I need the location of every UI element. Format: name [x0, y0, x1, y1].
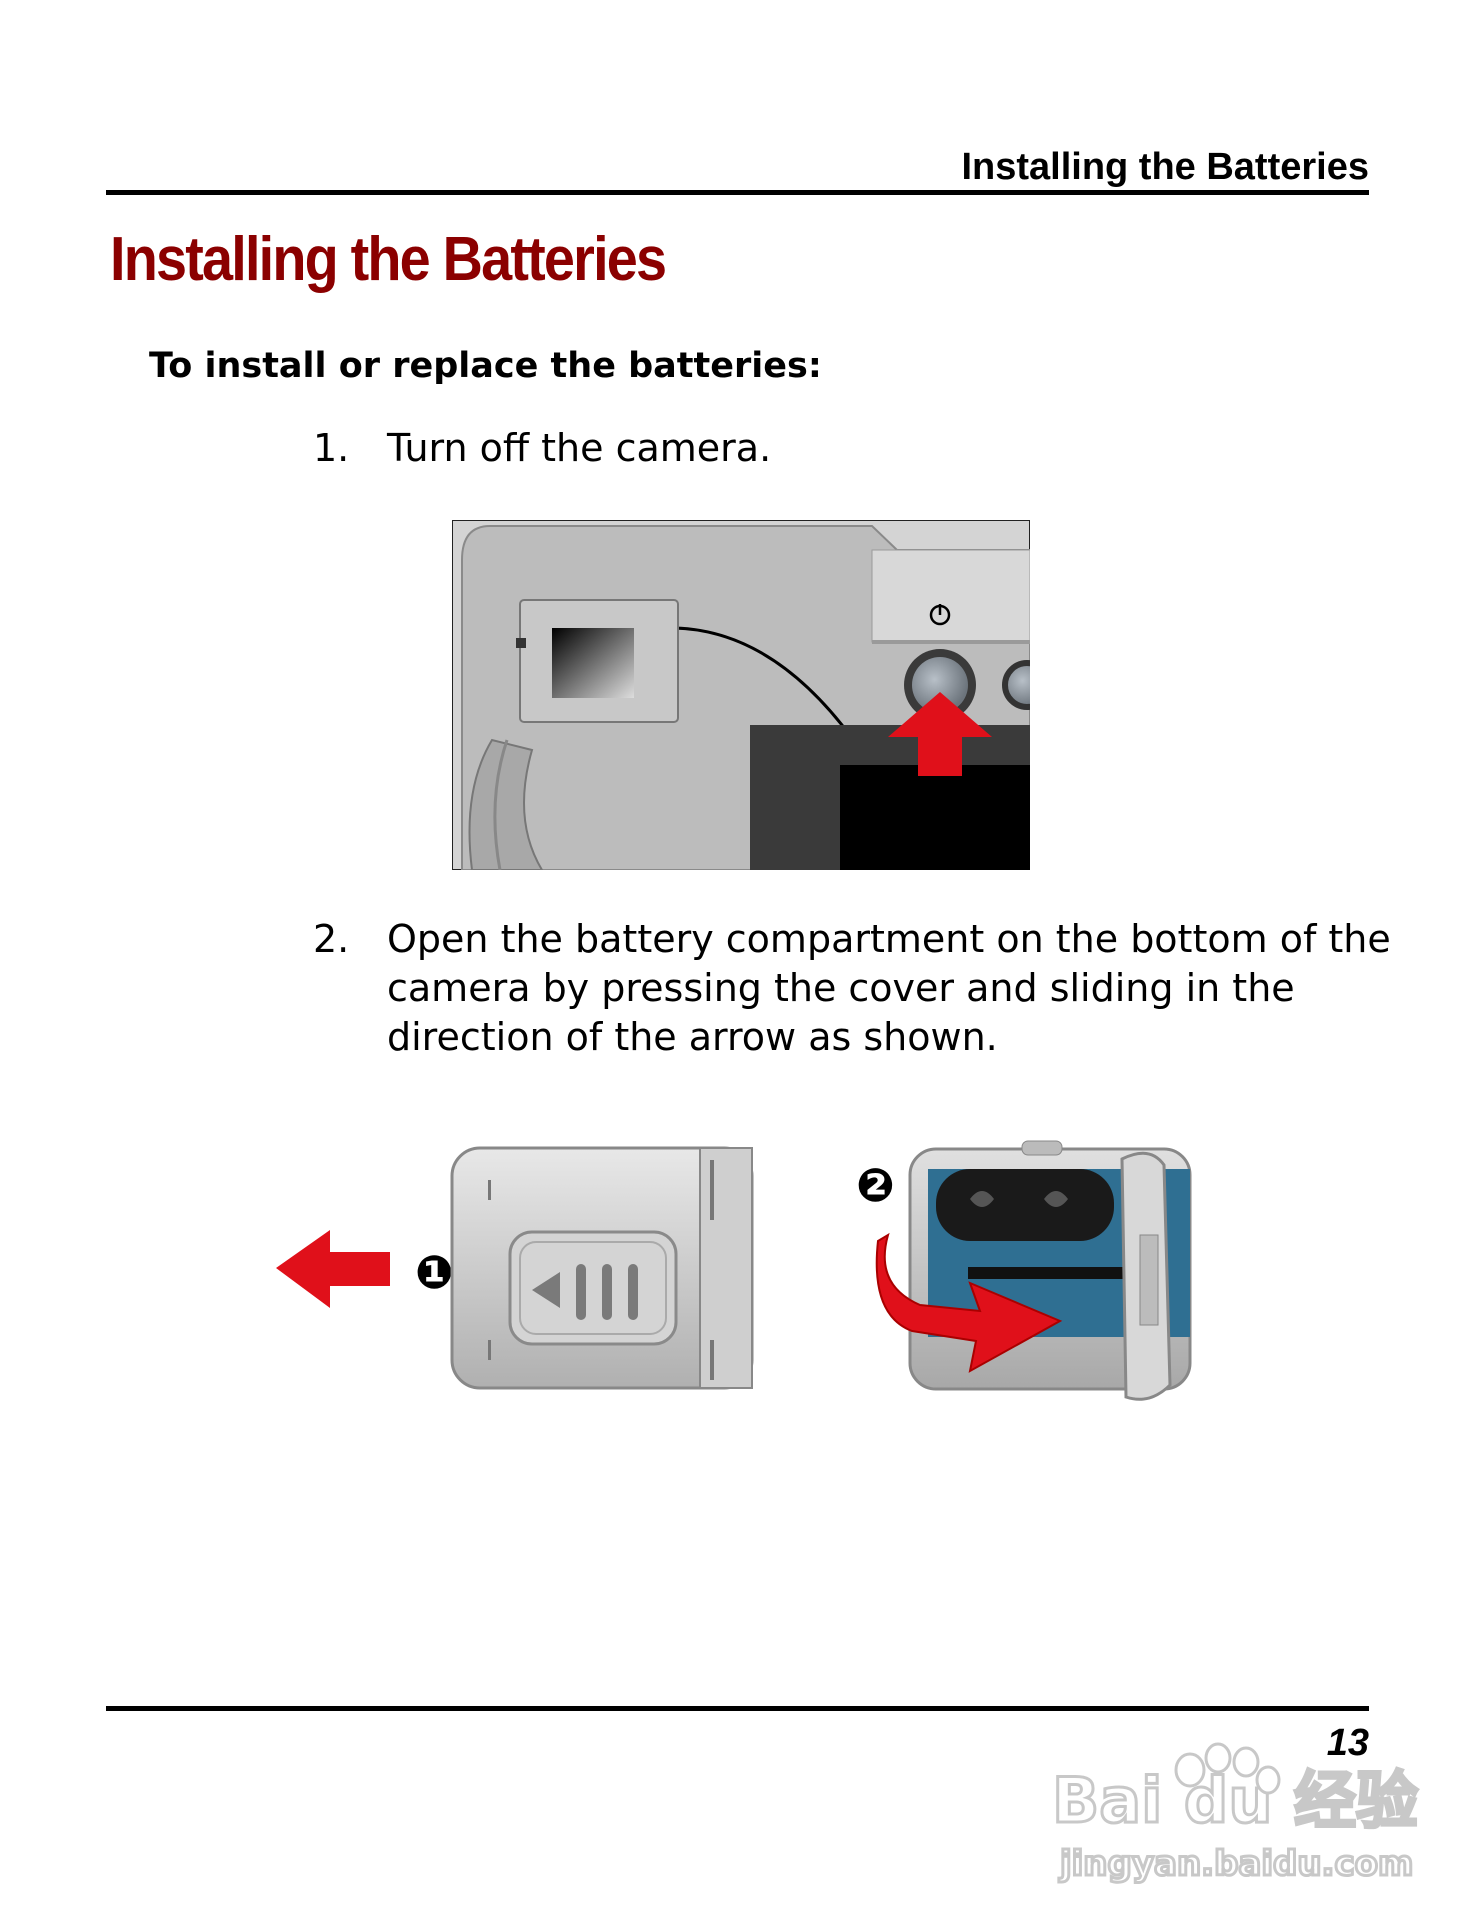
running-header: Installing the Batteries	[961, 146, 1369, 188]
step-1-number: 1.	[313, 426, 350, 470]
left-arrow-icon	[276, 1230, 390, 1308]
rotate-arrow-icon	[875, 1232, 1063, 1373]
paw-icon	[1174, 1742, 1281, 1795]
battery-cover-slide-figure: ❶	[276, 1146, 754, 1390]
page-number: 13	[1326, 1722, 1369, 1764]
page-title: Installing the Batteries	[110, 225, 667, 294]
up-arrow-icon	[888, 692, 992, 776]
step-2: 2. Open the battery compartment on the b…	[313, 915, 1391, 1075]
instruction-lead-in: To install or replace the batteries:	[149, 346, 822, 386]
callout-2: ❷	[856, 1158, 895, 1212]
step-1-text: Turn off the camera.	[387, 426, 772, 470]
footer-rule	[106, 1706, 1369, 1711]
callout-1: ❶	[415, 1245, 454, 1299]
baidu-watermark-logo: Bai du 经验 jingyan.baidu.com	[1051, 1742, 1420, 1886]
step-2-text: Open the battery compartment on the bott…	[387, 917, 1391, 1059]
step-1: 1. Turn off the camera.	[313, 424, 1363, 474]
watermark-brand: Bai du 经验	[1052, 1764, 1418, 1837]
header-rule	[106, 190, 1369, 195]
step-2-number: 2.	[313, 917, 350, 961]
battery-compartment-open-figure: ❷	[856, 1140, 1192, 1401]
watermark-url: jingyan.baidu.com	[1058, 1844, 1413, 1884]
power-button-figure	[452, 520, 1030, 870]
